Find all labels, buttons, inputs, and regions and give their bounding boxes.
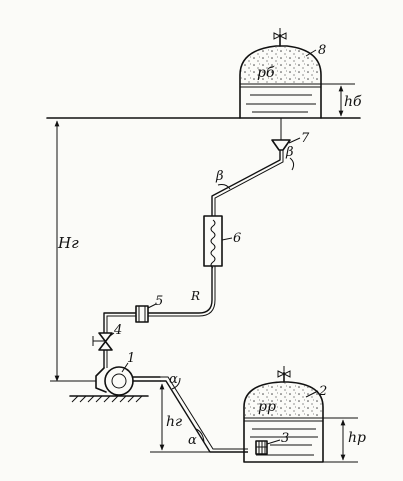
hb-dimension: [321, 83, 355, 117]
label-7: 7: [301, 131, 310, 146]
label-p-r: pр: [258, 399, 276, 415]
label-alpha-lower: α: [188, 433, 197, 448]
label-8: 8: [318, 43, 326, 58]
label-5: 5: [155, 294, 163, 309]
label-H-g: Hг: [57, 234, 79, 252]
strainer: [255, 440, 268, 455]
upper-tank: [239, 45, 322, 119]
label-p-b: pб: [257, 65, 275, 81]
label-beta-upper: β: [215, 169, 224, 184]
pump: [95, 366, 161, 396]
leader-lines: [109, 49, 319, 445]
label-1: 1: [127, 351, 135, 366]
label-2: 2: [318, 384, 327, 399]
alpha-angle-arc-lower: [195, 428, 205, 443]
hp-dimension: [323, 417, 358, 463]
upper-tank-vent-valve: [273, 28, 287, 47]
alpha-angle-arc-upper: [171, 377, 181, 390]
valve: [92, 332, 113, 351]
label-6: 6: [233, 231, 241, 246]
label-h-r: hг: [166, 414, 182, 430]
pipeline-parallel: [106, 150, 284, 368]
label-R: R: [190, 289, 200, 303]
label-h-r-tank: hр: [348, 430, 366, 446]
nozzle: [271, 118, 291, 151]
flow-meter: [135, 305, 149, 323]
label-alpha-upper: α: [169, 372, 178, 387]
lower-tank-vent-valve: [277, 366, 291, 383]
pipeline: [103, 150, 281, 368]
beta-angle-arc-upper: [217, 184, 231, 190]
pump-foundation: [69, 395, 149, 403]
label-3: 3: [281, 431, 289, 446]
hr-dimension: [150, 383, 210, 453]
label-h-b: hб: [344, 94, 362, 110]
label-beta-lower: β: [285, 145, 294, 160]
beta-angle-arc-lower: [289, 157, 295, 171]
label-4: 4: [113, 323, 122, 338]
heat-exchanger: [203, 215, 223, 269]
suction-pipe-parallel: [160, 376, 248, 450]
lower-tank: [243, 381, 324, 463]
suction-pipe: [160, 380, 248, 453]
